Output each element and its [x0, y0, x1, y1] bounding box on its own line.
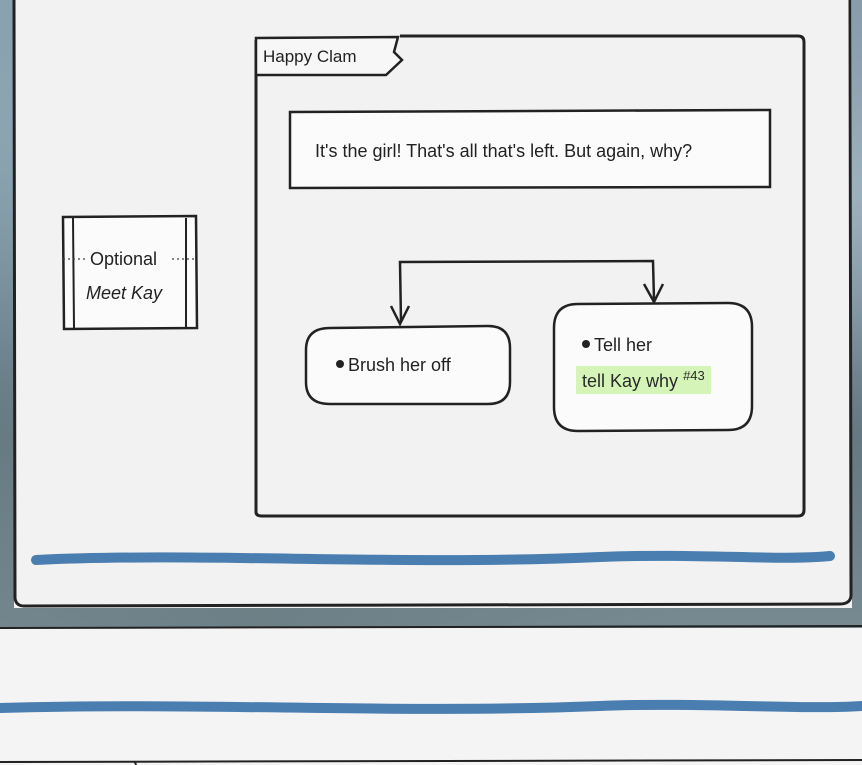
- scene-frame: [254, 34, 806, 518]
- scene-tab: [254, 35, 404, 77]
- condition-value: Meet Kay: [86, 283, 163, 303]
- bullet-icon: [582, 340, 590, 349]
- bullet-icon: [336, 360, 344, 369]
- choice-brush-off[interactable]: Brush her off: [336, 354, 451, 376]
- choice-tag[interactable]: tell Kay why #43: [576, 366, 711, 394]
- seam-line: [0, 625, 862, 629]
- card-border: [12, 0, 853, 608]
- scene-tab-label[interactable]: Happy Clam: [263, 47, 357, 66]
- choice-tag-ref: #43: [683, 368, 705, 383]
- branch-connector: [398, 259, 656, 323]
- divider-upper: [31, 550, 835, 566]
- choice-tag-label: tell Kay why: [582, 371, 679, 391]
- lower-panel: [0, 628, 862, 765]
- bottom-line: [0, 759, 862, 763]
- condition-box: [61, 214, 199, 331]
- dialogue-text: It's the girl! That's all that's left. B…: [315, 141, 693, 161]
- dialogue-box: [288, 108, 772, 190]
- divider-lower: [0, 699, 862, 714]
- choice-label: Brush her off: [348, 355, 451, 375]
- choice-label: Tell her: [594, 335, 653, 355]
- arrow-head-right: [642, 283, 665, 305]
- condition-label: Optional: [90, 249, 158, 269]
- choice-box-1: [304, 324, 512, 406]
- choice-tell-her[interactable]: Tell her: [582, 334, 652, 356]
- arrow-head-left: [389, 305, 411, 327]
